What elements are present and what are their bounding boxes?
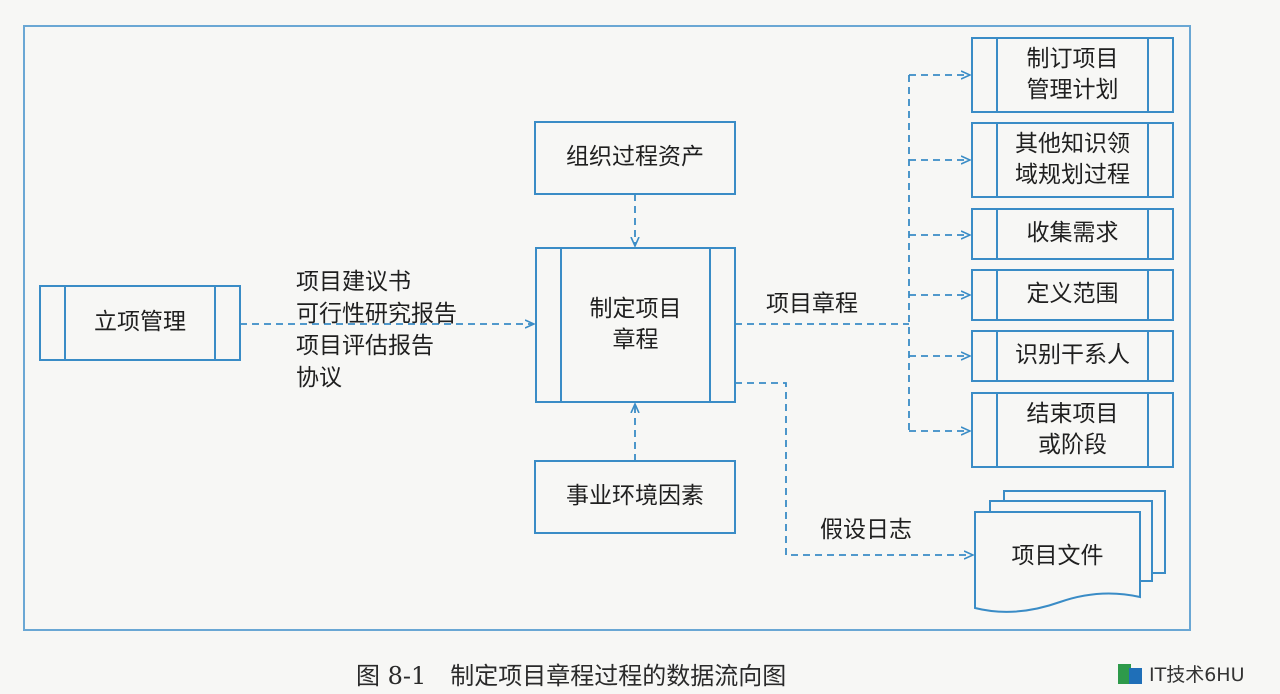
document-stack bbox=[974, 490, 1166, 613]
right-process-label: 识别干系人 bbox=[1015, 342, 1130, 369]
input-item: 可行性研究报告 bbox=[296, 301, 457, 327]
right-process-boxes bbox=[971, 37, 1174, 468]
output-charter-label: 项目章程 bbox=[766, 291, 858, 317]
figure-caption: 图 8-1 制定项目章程过程的数据流向图 bbox=[356, 662, 787, 690]
left-process-box bbox=[39, 285, 241, 361]
right-process-label: 结束项目 或阶段 bbox=[1026, 400, 1119, 458]
central-process-box bbox=[535, 247, 736, 403]
input-item: 项目建议书 bbox=[296, 269, 411, 295]
logo-icon bbox=[1118, 663, 1142, 684]
top-input-label: 组织过程资产 bbox=[566, 144, 704, 171]
right-process-label: 定义范围 bbox=[1026, 281, 1119, 308]
flow-arrows bbox=[240, 75, 972, 555]
central-process-label: 制定项目 章程 bbox=[589, 295, 682, 353]
outer-frame bbox=[23, 25, 1191, 631]
input-item: 协议 bbox=[296, 365, 342, 391]
right-process-label: 其他知识领 域规划过程 bbox=[1015, 130, 1130, 188]
output-log-label: 假设日志 bbox=[820, 517, 912, 543]
watermark-text: IT技术6HU bbox=[1149, 664, 1245, 686]
watermark: IT技术6HU bbox=[1117, 660, 1245, 687]
right-process-label: 收集需求 bbox=[1026, 220, 1119, 247]
document-label: 项目文件 bbox=[1011, 543, 1104, 570]
left-process-label: 立项管理 bbox=[94, 309, 186, 336]
right-process-label: 制订项目 管理计划 bbox=[1026, 45, 1119, 103]
input-item: 项目评估报告 bbox=[296, 333, 434, 359]
bottom-input-label: 事业环境因素 bbox=[566, 483, 704, 510]
